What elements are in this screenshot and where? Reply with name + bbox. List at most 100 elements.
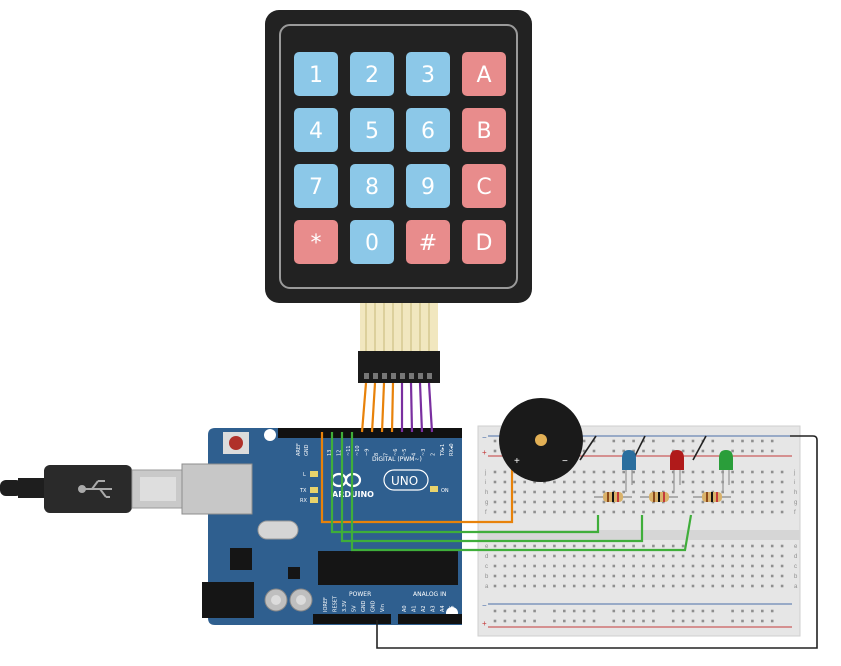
digital-pin-label: 4 <box>412 453 418 456</box>
breadboard-row-label: d <box>485 554 488 560</box>
breadboard-row-label: c <box>794 564 797 570</box>
keypad-key-4[interactable]: 4 <box>294 108 338 152</box>
led-l-label: L <box>303 472 306 478</box>
analog-pin-label: A2 <box>421 605 427 612</box>
keypad-key-#[interactable]: # <box>406 220 450 264</box>
digital-pin-label: 8 <box>374 453 380 456</box>
digital-pin-label: ~11 <box>346 445 352 456</box>
keypad-key-3[interactable]: 3 <box>406 52 450 96</box>
breadboard-row-label: h <box>485 490 488 496</box>
keypad-key-5[interactable]: 5 <box>350 108 394 152</box>
usb-icon <box>78 480 112 498</box>
digital-label: DIGITAL (PWM~) <box>372 456 422 463</box>
power-pin-label: Vin <box>380 604 386 612</box>
keypad-key-label: 6 <box>421 119 435 144</box>
keypad-connector <box>358 351 440 383</box>
rail-plus-top: + <box>482 448 487 457</box>
digital-pin-label: ~3 <box>421 449 427 456</box>
keypad-key-8[interactable]: 8 <box>350 164 394 208</box>
components: + − <box>499 398 733 502</box>
power-pin-label: IOREF <box>323 597 329 612</box>
breadboard-row-label: g <box>485 500 488 506</box>
keypad-key-label: 9 <box>421 175 435 200</box>
rail-plus-bottom: + <box>482 619 487 628</box>
keypad-key-9[interactable]: 9 <box>406 164 450 208</box>
label-gnd: GND <box>304 444 310 456</box>
breadboard-row-label: a <box>485 584 489 590</box>
breadboard-row-label: b <box>794 574 798 580</box>
keypad-key-7[interactable]: 7 <box>294 164 338 208</box>
power-pin-label: 5V <box>352 605 358 612</box>
keypad-key-0[interactable]: 0 <box>350 220 394 264</box>
analog-pin-label: A4 <box>440 605 446 612</box>
digital-pin-label: 13 <box>327 450 333 456</box>
led-red <box>670 450 684 470</box>
keypad-key-1[interactable]: 1 <box>294 52 338 96</box>
breadboard-row-label: h <box>794 490 797 496</box>
keypad-key-label: C <box>476 175 491 200</box>
digital-pin-label: RX◂0 <box>449 443 455 456</box>
uno-badge <box>383 469 429 491</box>
keypad-key-C[interactable]: C <box>462 164 506 208</box>
keypad-key-label: A <box>476 63 491 88</box>
buzzer-minus-label: − <box>562 456 568 467</box>
wire-green-2 <box>340 432 644 543</box>
breadboard-row-label: a <box>794 584 798 590</box>
on-label: ON <box>441 488 449 494</box>
digital-pin-label: 7 <box>383 453 389 456</box>
wire-green-3 <box>350 432 693 552</box>
wire-black-1 <box>579 435 597 461</box>
keypad-key-label: 5 <box>365 119 379 144</box>
breadboard-row-label: e <box>485 544 489 550</box>
keypad-key-2[interactable]: 2 <box>350 52 394 96</box>
keypad-key-label: # <box>419 231 437 256</box>
wire-purple-3 <box>418 382 424 433</box>
power-pin-label: GND <box>371 600 377 612</box>
rail-minus-top: − <box>482 433 487 442</box>
piezo-buzzer: + − <box>499 398 583 482</box>
analog-header <box>398 614 462 624</box>
digital-pin-label: 12 <box>336 450 342 456</box>
breadboard-row-label: i <box>794 480 795 486</box>
keypad-key-6[interactable]: 6 <box>406 108 450 152</box>
digital-pin-label: 2 <box>430 453 436 456</box>
breadboard-row-label: b <box>485 574 489 580</box>
label-aref: AREF <box>296 443 302 456</box>
wires <box>320 382 818 649</box>
breadboard-row-label: d <box>794 554 797 560</box>
buzzer-plus-label: + <box>514 456 520 467</box>
keypad-key-label: * <box>311 231 322 256</box>
digital-pin-label: ~6 <box>393 449 399 456</box>
analog-label: ANALOG IN <box>413 591 446 598</box>
keypad-key-label: B <box>476 119 491 144</box>
wire-black-ground <box>376 435 818 649</box>
breadboard-row-label: f <box>794 510 796 516</box>
analog-pin-label: A1 <box>412 605 418 612</box>
wire-orange-1 <box>360 382 368 433</box>
wire-orange-buzzer <box>320 432 514 524</box>
analog-pin-label: A3 <box>431 605 437 612</box>
breadboard-row-label: c <box>485 564 488 570</box>
keypad-key-*[interactable]: * <box>294 220 338 264</box>
atmega-chip <box>318 551 458 585</box>
power-jack <box>202 582 254 618</box>
keypad-ribbon-cable <box>358 303 440 383</box>
wire-orange-4 <box>390 382 395 433</box>
digital-pin-label: ~9 <box>365 449 371 456</box>
led-rx-label: RX <box>300 498 307 504</box>
reset-button[interactable] <box>229 436 243 450</box>
usb-cable <box>0 465 183 513</box>
digital-header <box>278 428 462 438</box>
resistor-1 <box>594 492 632 502</box>
breadboard-row-label: e <box>794 544 798 550</box>
analog-pin-label: A5 <box>450 605 456 612</box>
keypad-key-A[interactable]: A <box>462 52 506 96</box>
resistor-2 <box>640 492 678 502</box>
digital-pin-label: ~5 <box>402 449 408 456</box>
keypad-key-D[interactable]: D <box>462 220 506 264</box>
uno-label: UNO <box>391 474 418 488</box>
breadboard-row-label: f <box>485 510 487 516</box>
keypad-key-B[interactable]: B <box>462 108 506 152</box>
